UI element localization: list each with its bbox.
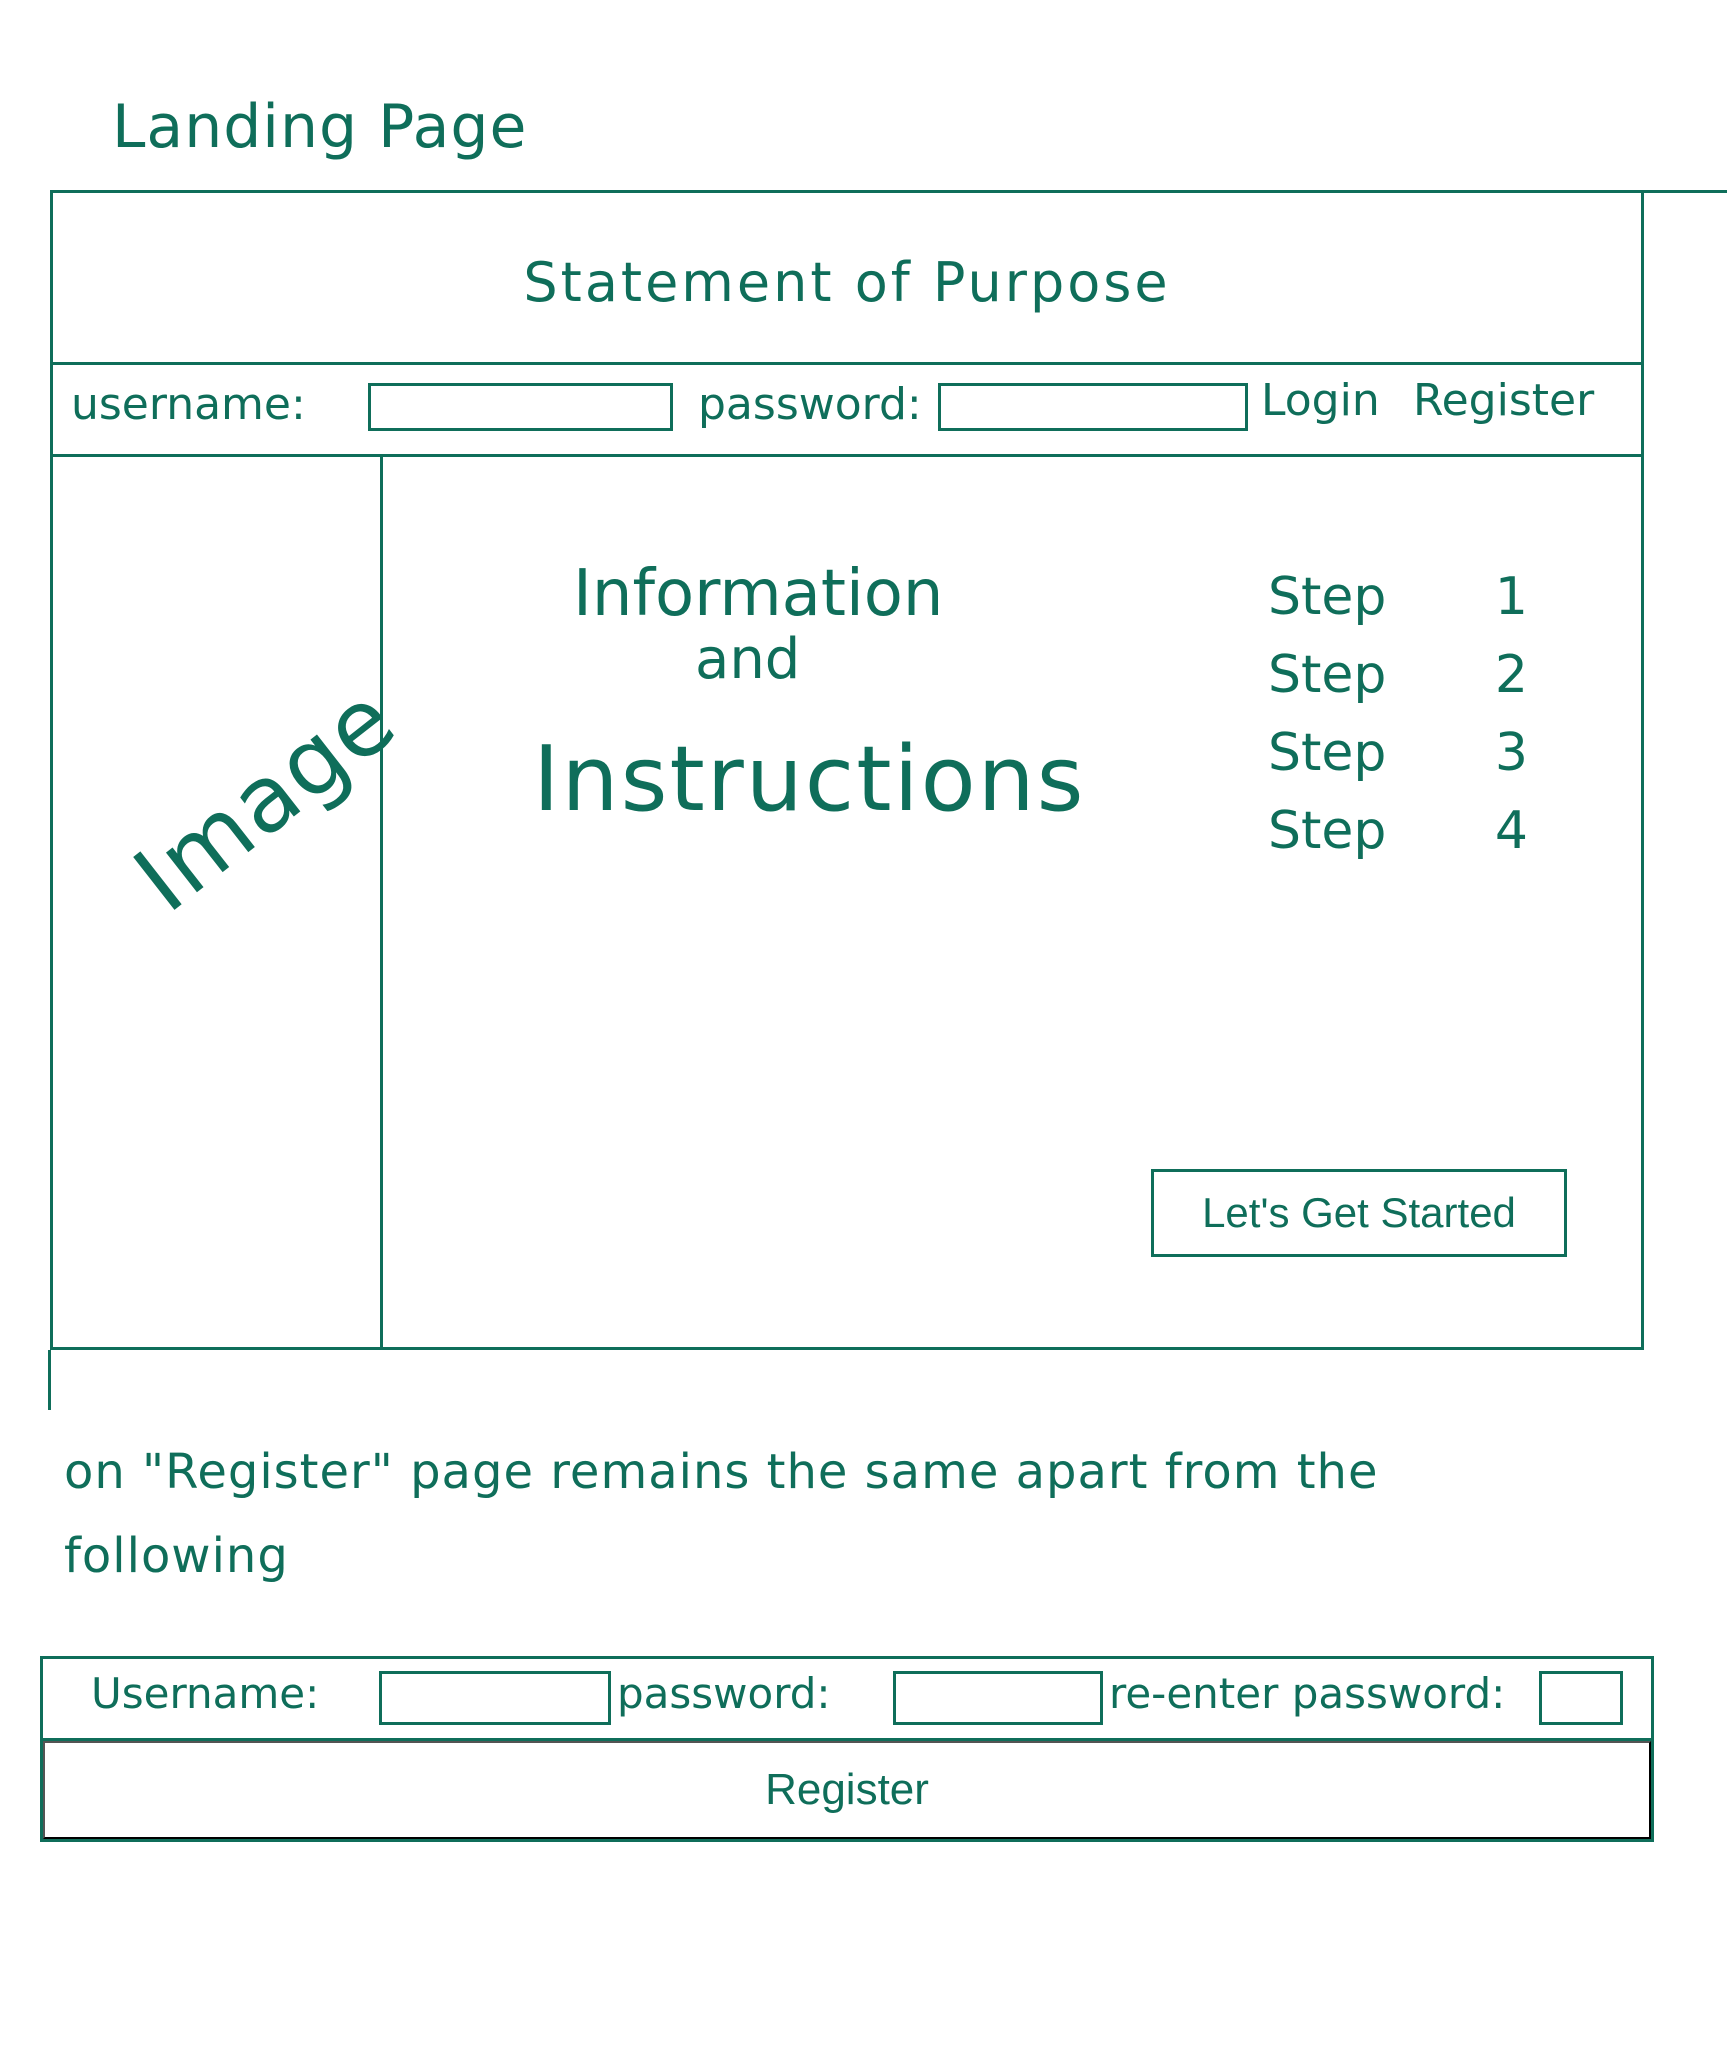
step-label: Step [1268, 567, 1387, 627]
step-number: 4 [1494, 801, 1528, 861]
step-number: 2 [1494, 645, 1528, 705]
image-label: Image [115, 664, 416, 933]
register-username-input[interactable] [379, 1671, 611, 1725]
list-item: Step 1 [1268, 567, 1528, 645]
info-heading-line2: and [695, 627, 801, 692]
image-placeholder: Image [53, 457, 416, 1347]
register-page-note: on "Register" page remains the same apar… [64, 1444, 1379, 1584]
login-link[interactable]: Login [1261, 375, 1380, 426]
username-input[interactable] [368, 383, 673, 431]
register-username-label: Username: [91, 1669, 320, 1718]
statement-of-purpose: Statement of Purpose [523, 251, 1171, 314]
landing-page-wireframe [50, 190, 1644, 1350]
reenter-password-input[interactable] [1539, 1671, 1623, 1725]
steps-list: Step 1 Step 2 Step 3 Step 4 [1268, 567, 1528, 879]
header: Statement of Purpose [53, 193, 1641, 365]
frame-edge-left [48, 1350, 51, 1410]
register-password-input[interactable] [893, 1671, 1103, 1725]
step-number: 3 [1494, 723, 1528, 783]
password-input[interactable] [938, 383, 1248, 431]
step-label: Step [1268, 645, 1387, 705]
lets-get-started-button[interactable]: Let's Get Started [1151, 1169, 1567, 1257]
info-heading-line3: Instructions [533, 727, 1086, 832]
info-heading-line1: Information [573, 557, 944, 631]
reenter-password-label: re-enter password: [1109, 1669, 1506, 1718]
step-label: Step [1268, 723, 1387, 783]
register-link[interactable]: Register [1413, 375, 1595, 426]
frame-edge-right [1644, 190, 1727, 193]
register-button[interactable]: Register [43, 1741, 1651, 1839]
page-title: Landing Page [112, 92, 528, 162]
list-item: Step 4 [1268, 801, 1528, 879]
step-number: 1 [1494, 567, 1528, 627]
username-label: username: [71, 379, 306, 430]
login-bar: username: password: Login Register [53, 365, 1641, 457]
list-item: Step 2 [1268, 645, 1528, 723]
main-content: Information and Instructions Step 1 Step… [383, 457, 1641, 1347]
register-form-row: Username: password: re-enter password: [43, 1659, 1651, 1741]
password-label: password: [698, 379, 922, 430]
step-label: Step [1268, 801, 1387, 861]
register-password-label: password: [617, 1669, 831, 1718]
list-item: Step 3 [1268, 723, 1528, 801]
register-variant-wireframe: Username: password: re-enter password: R… [40, 1656, 1654, 1842]
